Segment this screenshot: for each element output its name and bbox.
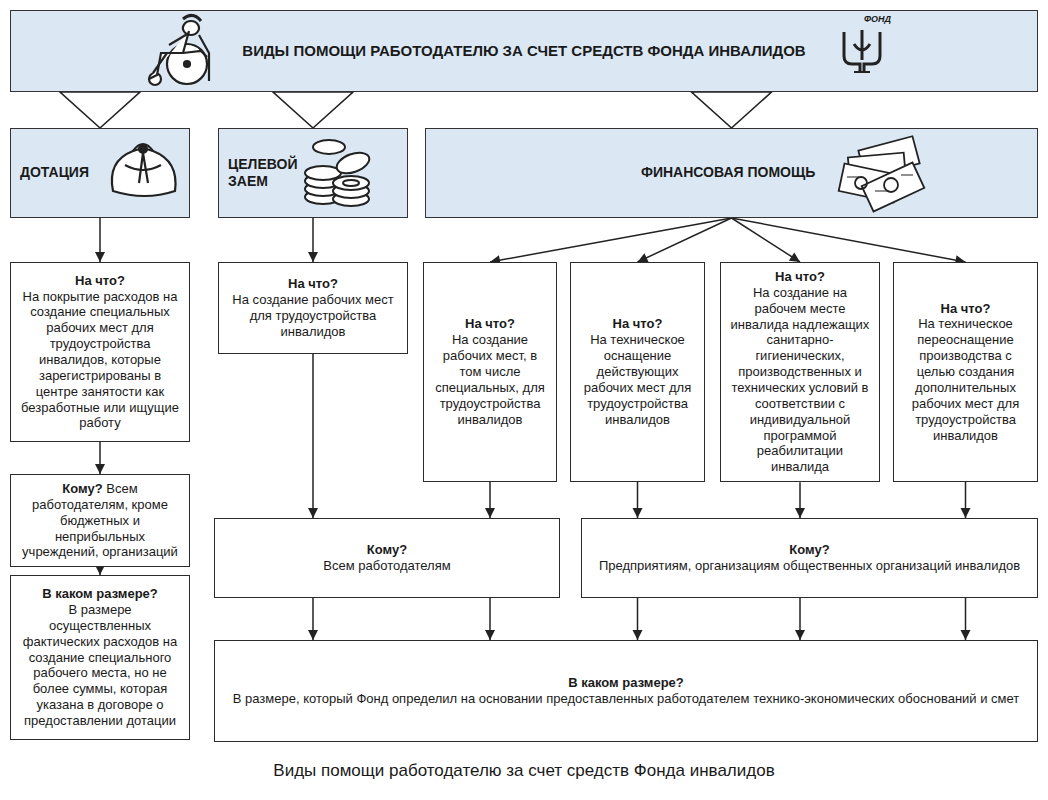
arrow-head [485, 630, 495, 640]
arrow-head [95, 464, 105, 474]
box-text: ЦЕЛЕВОЙ ЗАЕМ [228, 156, 308, 190]
arrow-head [961, 508, 971, 518]
connector [485, 482, 495, 518]
box-text: В размере, который Фонд определил на осн… [233, 691, 1020, 707]
illustration [299, 133, 379, 217]
connector [732, 218, 966, 265]
connector [633, 598, 971, 640]
box-heading: В каком размере? [568, 675, 684, 691]
arrow-head [961, 630, 971, 640]
info-box: На что?На техническое переоснащение прои… [893, 262, 1038, 482]
box-heading: На что? [775, 269, 825, 285]
arrow-head [633, 630, 643, 640]
info-box: Кому?Предприятиям, организациям обществе… [581, 518, 1038, 598]
arrow-line [638, 218, 732, 262]
info-box: На что?На покрытие расходов на создание … [10, 262, 190, 442]
arrow-head [308, 630, 318, 640]
category-band: ДОТАЦИЯ [10, 128, 190, 218]
arrow-head [95, 252, 105, 262]
box-text: На техническое оснащение действующих раб… [578, 332, 697, 427]
arrow-head [789, 252, 800, 262]
box-text: ФИНАНСОВАЯ ПОМОЩЬ [641, 164, 815, 181]
box-heading: Кому? [62, 481, 102, 496]
arrow-head [795, 630, 805, 640]
connector [95, 442, 105, 474]
box-text: Предприятиям, организациям общественных … [599, 558, 1020, 574]
arrow-line [490, 218, 732, 262]
box-text: В размере осуществленных фактических рас… [18, 602, 182, 729]
connector [60, 92, 140, 128]
box-heading: На что? [613, 316, 663, 332]
box-text: Всем работодателям [323, 558, 450, 574]
category-band: ФИНАНСОВАЯ ПОМОЩЬ [425, 128, 1038, 218]
connector [308, 354, 318, 518]
caption: Виды помощи работодателю за счет средств… [0, 761, 1048, 781]
box-text: На создание рабочих мест, в том числе сп… [431, 332, 549, 427]
text-line: Кому? Всем работодателям, кроме бюджетны… [18, 481, 182, 560]
category-band: ЦЕЛЕВОЙ ЗАЕМ [218, 128, 408, 218]
box-text: ДОТАЦИЯ [20, 164, 89, 181]
box-heading: На что? [288, 276, 338, 292]
info-box: Кому? Всем работодателям, кроме бюджетны… [10, 474, 190, 567]
triangle-pointer [692, 92, 772, 128]
illustration [103, 135, 183, 209]
connector [308, 598, 495, 640]
connector [638, 218, 732, 262]
logo-text: ФОНД [864, 14, 891, 24]
connector [95, 218, 105, 262]
info-box: На что?На создание на рабочем месте инва… [720, 262, 880, 482]
illustration [831, 133, 931, 217]
triangle-pointer [60, 92, 140, 128]
box-text: На создание на рабочем месте инвалида на… [728, 285, 872, 475]
box-heading: На что? [465, 316, 515, 332]
arrow-head [633, 508, 643, 518]
illustration [139, 9, 229, 93]
connector [633, 482, 643, 518]
box-text: На создание рабочих мест для трудоустрой… [226, 292, 400, 340]
arrow-line [312, 354, 314, 518]
connector [490, 218, 732, 265]
box-heading: Кому? [789, 542, 829, 558]
connector [273, 92, 353, 128]
box-heading: На что? [75, 273, 125, 289]
info-box: В каком размере?В размере, который Фонд … [214, 640, 1038, 742]
arrow-head [308, 252, 318, 262]
arrow-head [795, 508, 805, 518]
connector [961, 482, 971, 518]
box-heading: В каком размере? [42, 586, 158, 602]
info-box: В каком размере?В размере осуществленных… [10, 575, 190, 740]
info-box: На что?На техническое оснащение действую… [570, 262, 705, 482]
connector [308, 218, 318, 262]
triangle-pointer [273, 92, 353, 128]
arrow-head [308, 508, 318, 518]
connector [692, 92, 772, 128]
arrow-head [485, 508, 495, 518]
arrow-head [638, 253, 649, 262]
arrow-line [732, 218, 966, 262]
info-box: Кому?Всем работодателям [214, 518, 560, 598]
fund-logo [840, 14, 884, 82]
box-text: На покрытие расходов на создание специал… [18, 289, 182, 432]
info-box: На что?На создание рабочих мест для труд… [218, 262, 408, 354]
connector [795, 482, 805, 518]
box-heading: Кому? [367, 542, 407, 558]
info-box: На что?На создание рабочих мест, в том ч… [423, 262, 557, 482]
box-heading: На что? [941, 301, 991, 317]
box-text: На техническое переоснащение производств… [901, 316, 1030, 443]
